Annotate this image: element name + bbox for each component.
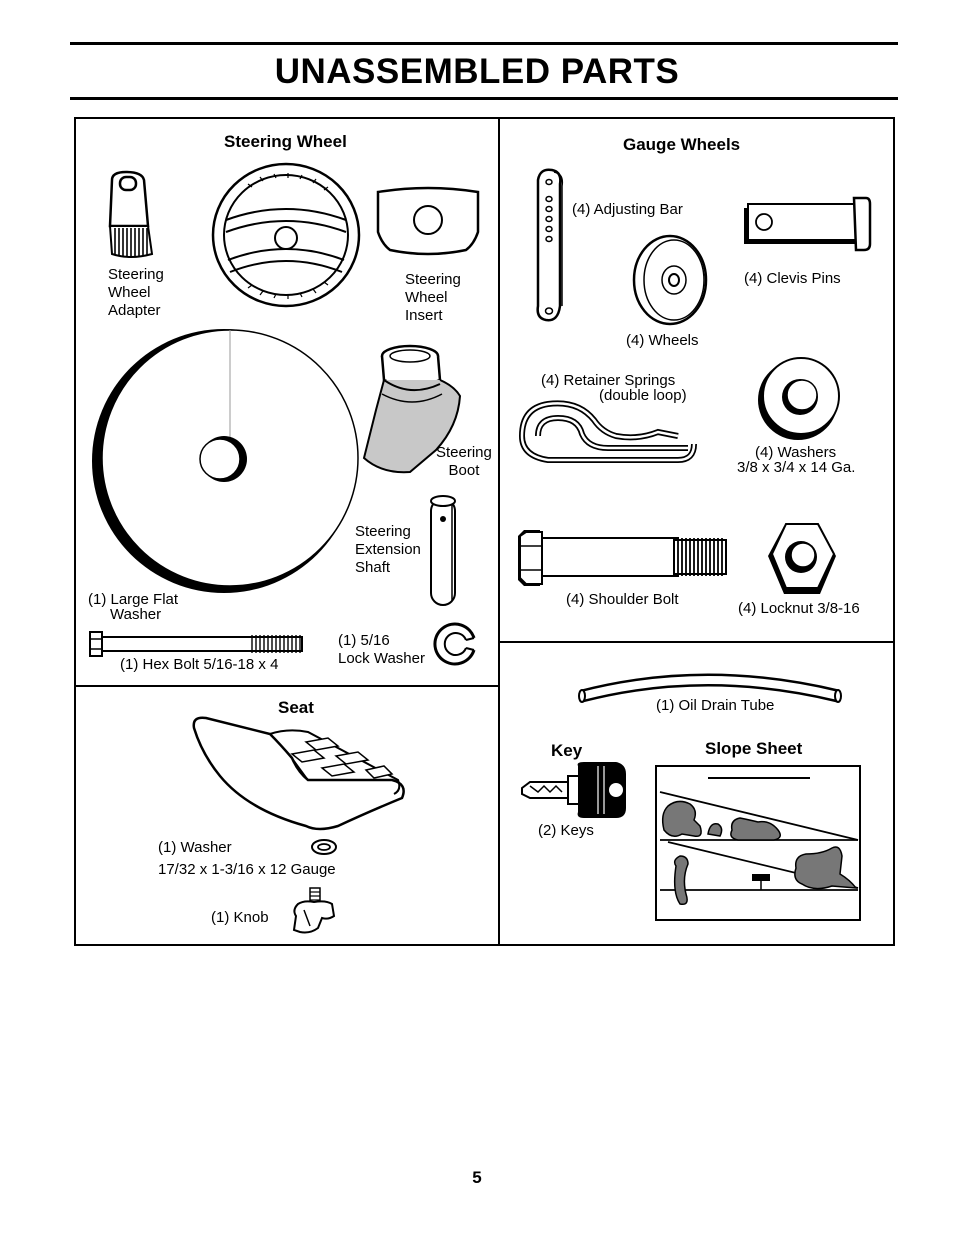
oil-drain-tube-label: (1) Oil Drain Tube — [656, 697, 775, 714]
steering-insert-illustration — [376, 186, 480, 256]
clevis-pin-illustration — [744, 196, 872, 252]
hex-bolt-illustration — [89, 631, 303, 657]
knob-illustration — [292, 887, 336, 934]
oil-drain-tube-illustration — [578, 673, 842, 703]
adjusting-bar-illustration — [536, 168, 564, 322]
retainer-spring-illustration — [518, 400, 697, 463]
shoulder-bolt-illustration — [518, 530, 727, 586]
steering-wheel-illustration — [211, 162, 361, 308]
key-heading: Key — [551, 741, 583, 760]
steering-heading: Steering Wheel — [224, 132, 347, 151]
knob-label: (1) Knob — [211, 909, 269, 926]
gauge-heading: Gauge Wheels — [623, 135, 741, 154]
extension-shaft-illustration — [430, 495, 456, 606]
seat-heading: Seat — [278, 698, 314, 717]
seat-illustration — [192, 716, 405, 831]
locknut-illustration — [768, 523, 836, 594]
gauge-wheel-illustration — [632, 234, 708, 326]
top-rule — [70, 42, 898, 45]
locknut-label: (4) Locknut 3/8-16 — [738, 600, 860, 617]
title-underline — [70, 97, 898, 100]
adjusting-bar-label: (4) Adjusting Bar — [572, 201, 683, 218]
flat-washer-illustration — [758, 357, 840, 440]
retainer-springs-label: (4) Retainer Springs(double loop) — [541, 372, 687, 404]
seat-washer-illustration — [311, 839, 337, 855]
wheels-label: (4) Wheels — [626, 332, 699, 349]
key-illustration — [521, 762, 626, 818]
slope-sheet-heading: Slope Sheet — [705, 739, 803, 758]
page-number: 5 — [472, 1168, 482, 1187]
misc-section — [498, 641, 895, 946]
steering-adapter-illustration — [108, 170, 154, 258]
hex-bolt-label: (1) Hex Bolt 5/16-18 x 4 — [120, 656, 279, 673]
keys-label: (2) Keys — [538, 822, 594, 839]
shoulder-bolt-label: (4) Shoulder Bolt — [566, 591, 679, 608]
lock-washer-illustration — [433, 622, 476, 666]
slope-sheet-illustration — [655, 765, 861, 921]
steering-boot-illustration — [362, 344, 462, 474]
clevis-pins-label: (4) Clevis Pins — [744, 270, 841, 287]
large-washer-illustration — [92, 329, 359, 593]
page-title: UNASSEMBLED PARTS — [274, 52, 680, 91]
